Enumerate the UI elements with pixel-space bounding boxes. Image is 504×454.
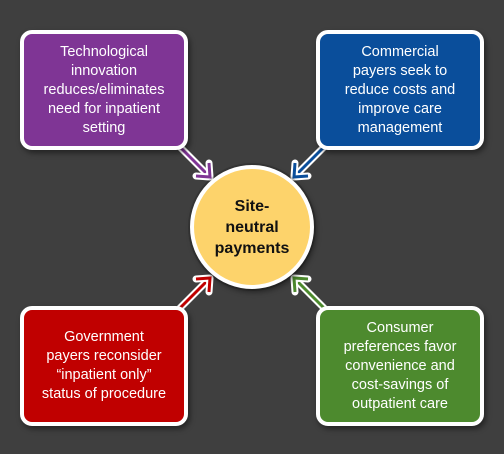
arrow-bottom-left — [176, 274, 214, 312]
arrow-top-right — [290, 143, 328, 181]
arrow-top-left — [176, 143, 214, 181]
center-label: Site- neutral payments — [214, 197, 290, 257]
driver-text-commercial-payers: Commercial payers seek to reduce costs a… — [344, 43, 456, 136]
driver-text-consumer-preferences: Consumer preferences favor convenience a… — [343, 319, 457, 412]
driver-text-government-payers: Government payers reconsider “inpatient … — [41, 329, 167, 402]
driver-box-consumer-preferences: Consumer preferences favor convenience a… — [316, 306, 484, 426]
driver-box-government-payers: Government payers reconsider “inpatient … — [20, 306, 188, 426]
driver-text-technological-innovation: Technological innovation reduces/elimina… — [43, 43, 165, 136]
arrow-bottom-right — [290, 274, 328, 312]
center-circle-site-neutral-payments: Site- neutral payments — [190, 165, 314, 289]
driver-box-commercial-payers: Commercial payers seek to reduce costs a… — [316, 30, 484, 150]
driver-box-technological-innovation: Technological innovation reduces/elimina… — [20, 30, 188, 150]
